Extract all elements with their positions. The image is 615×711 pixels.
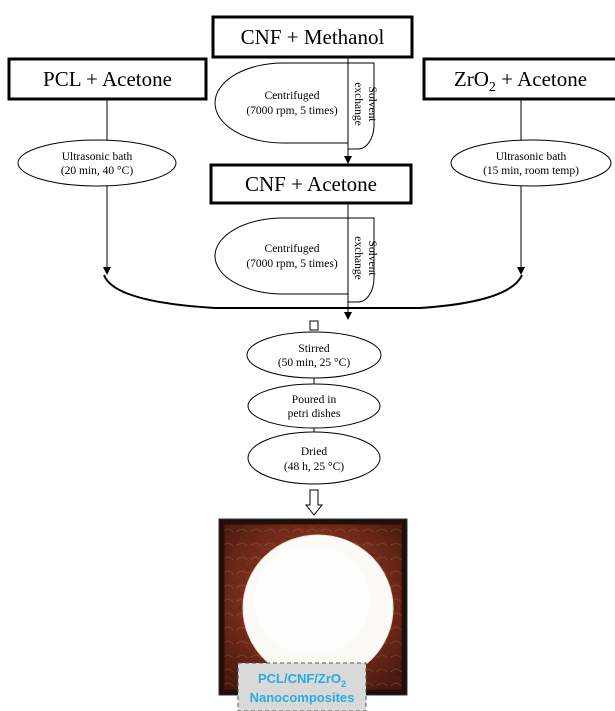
- step-stirred: Stirred (50 min, 25 °C): [246, 331, 382, 379]
- centrifuged-1-line2: (7000 rpm, 5 times): [246, 105, 338, 117]
- ultrasonic-right-line1: Ultrasonic bath: [496, 151, 567, 163]
- box-pcl-acetone-label: PCL + Acetone: [43, 67, 172, 91]
- hollow-arrow-to-product: [304, 489, 324, 516]
- solvent-exchange-1-line1: Solvent: [366, 86, 378, 122]
- dried-line2: (48 h, 25 °C): [284, 461, 344, 473]
- ultrasonic-left-line2: (20 min, 40 °C): [61, 165, 133, 177]
- ultrasonic-right-line2: (15 min, room temp): [483, 165, 579, 177]
- solvent-exchange-2: Solvent exchange: [347, 217, 378, 303]
- step-centrifuged-2: Centrifuged (7000 rpm, 5 times): [214, 217, 348, 295]
- step-dried: Dried (48 h, 25 °C): [247, 431, 381, 485]
- product-label-line2: Nanocomposites: [250, 690, 355, 705]
- box-cnf-methanol-label: CNF + Methanol: [241, 25, 385, 49]
- step-centrifuged-1: Centrifuged (7000 rpm, 5 times): [214, 62, 348, 144]
- product-photo: [218, 518, 408, 696]
- box-cnf-methanol: CNF + Methanol: [211, 15, 414, 59]
- step-ultrasonic-left: Ultrasonic bath (20 min, 40 °C): [17, 139, 177, 187]
- product-label-line1: PCL/CNF/ZrO2: [258, 671, 346, 689]
- box-zro2-acetone: ZrO2 + Acetone: [422, 57, 615, 101]
- poured-line1: Poured in: [292, 394, 337, 406]
- step-ultrasonic-right: Ultrasonic bath (15 min, room temp): [450, 139, 612, 187]
- box-zro2-acetone-label: ZrO2 + Acetone: [454, 67, 587, 95]
- solvent-exchange-1-line2: exchange: [352, 82, 364, 125]
- stirred-line2: (50 min, 25 °C): [278, 357, 350, 369]
- ultrasonic-left-line1: Ultrasonic bath: [62, 151, 133, 163]
- poured-line2: petri dishes: [288, 408, 341, 420]
- solvent-exchange-2-line1: Solvent: [366, 240, 378, 276]
- centrifuged-2-line1: Centrifuged: [265, 243, 320, 255]
- solvent-exchange-1: Solvent exchange: [347, 62, 378, 150]
- box-cnf-acetone: CNF + Acetone: [209, 163, 413, 205]
- merge-curve: [103, 274, 523, 309]
- box-cnf-acetone-label: CNF + Acetone: [245, 172, 377, 196]
- product-label: PCL/CNF/ZrO2 Nanocomposites: [237, 662, 367, 711]
- step-poured: Poured in petri dishes: [247, 383, 381, 429]
- solvent-exchange-2-line2: exchange: [352, 236, 364, 279]
- centrifuged-1-line1: Centrifuged: [265, 90, 320, 102]
- hollow-arrow-merge: [309, 320, 319, 331]
- dried-line1: Dried: [301, 446, 327, 458]
- stirred-line1: Stirred: [298, 343, 330, 355]
- centrifuged-2-line2: (7000 rpm, 5 times): [246, 258, 338, 270]
- box-pcl-acetone: PCL + Acetone: [7, 57, 208, 101]
